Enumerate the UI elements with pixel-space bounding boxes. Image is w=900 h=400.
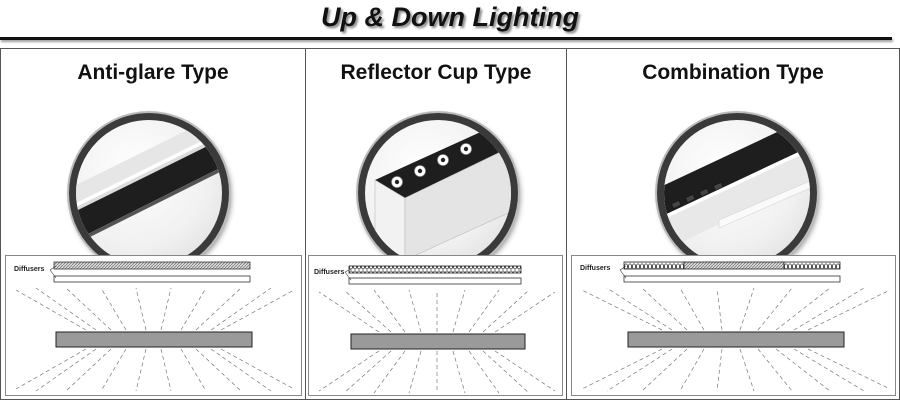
panel-anti-glare: Anti-glare Type	[0, 48, 306, 400]
reflector-cup-profile-icon	[358, 113, 518, 273]
anti-glare-profile-icon	[69, 113, 229, 273]
combination-profile-icon	[657, 113, 817, 273]
panel-combination: Combination Type	[566, 48, 900, 400]
reflector-cup-diagram: Diffusers	[308, 255, 563, 396]
panel-title-reflector-cup: Reflector Cup Type	[340, 61, 532, 84]
panel-title-anti-glare: Anti-glare Type	[77, 61, 229, 84]
diffusers-label: Diffusers	[580, 265, 611, 272]
panel-reflector-cup: Reflector Cup Type	[305, 48, 567, 400]
anti-glare-diagram: Diffusers	[5, 255, 302, 396]
combination-diagram: Diffusers	[571, 255, 896, 396]
diffusers-label: Diffusers	[14, 266, 45, 273]
panel-title-combination: Combination Type	[642, 61, 824, 84]
title-divider	[0, 37, 892, 40]
page-title: Up & Down Lighting	[321, 2, 579, 32]
diffusers-label: Diffusers	[314, 269, 345, 276]
